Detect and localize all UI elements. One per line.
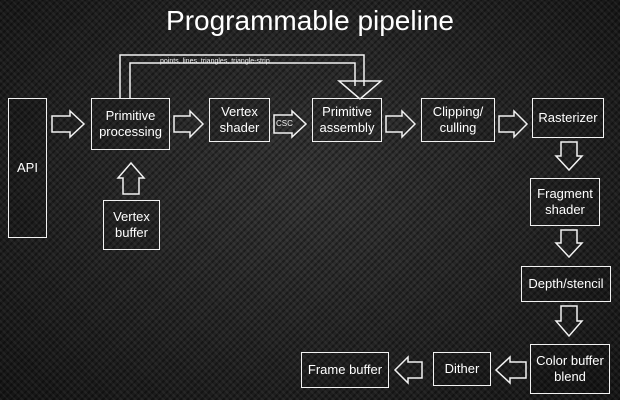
arrow-vertex-shader-to-primitive-assembly [273,109,308,139]
primitive-processing-node: Primitive processing [91,98,170,150]
color-buffer-blend-node: Color buffer blend [530,344,610,394]
bypass-path-label: points, lines, triangles, triangle-strip [160,58,270,65]
dither-node: Dither [433,352,491,386]
bypass-path-line [129,62,356,98]
arrow-fragment-shader-to-depth-stencil [554,229,584,259]
vertex-shader-node: Vertex shader [209,98,270,142]
arrow-api-to-primitive-processing [51,109,86,139]
fragment-shader-node: Fragment shader [530,178,600,226]
arrow-clipping-to-rasterizer [498,109,529,139]
arrow-rasterizer-to-fragment-shader [554,141,584,172]
depth-stencil-node: Depth/stencil [521,266,611,302]
bypass-arrow-head [336,80,384,100]
clipping-culling-node: Clipping/ culling [421,98,495,142]
vertex-buffer-node: Vertex buffer [103,200,160,250]
bypass-path-line-inner [119,54,365,98]
frame-buffer-node: Frame buffer [301,352,389,388]
rasterizer-node: Rasterizer [532,98,604,138]
primitive-assembly-node: Primitive assembly [312,98,382,142]
api-node: API [8,98,47,238]
diagram-title: Programmable pipeline [166,5,454,36]
arrow-color-buffer-blend-to-dither [494,355,527,385]
arrow-primitive-assembly-to-clipping [385,109,417,139]
arrow-primitive-processing-to-vertex-shader [173,109,205,139]
arrow-depth-stencil-to-color-buffer-blend [554,305,584,338]
csc-label: CSC [276,119,293,128]
arrow-vertex-buffer-to-primitive-processing [116,161,146,195]
arrow-dither-to-frame-buffer [393,355,423,385]
